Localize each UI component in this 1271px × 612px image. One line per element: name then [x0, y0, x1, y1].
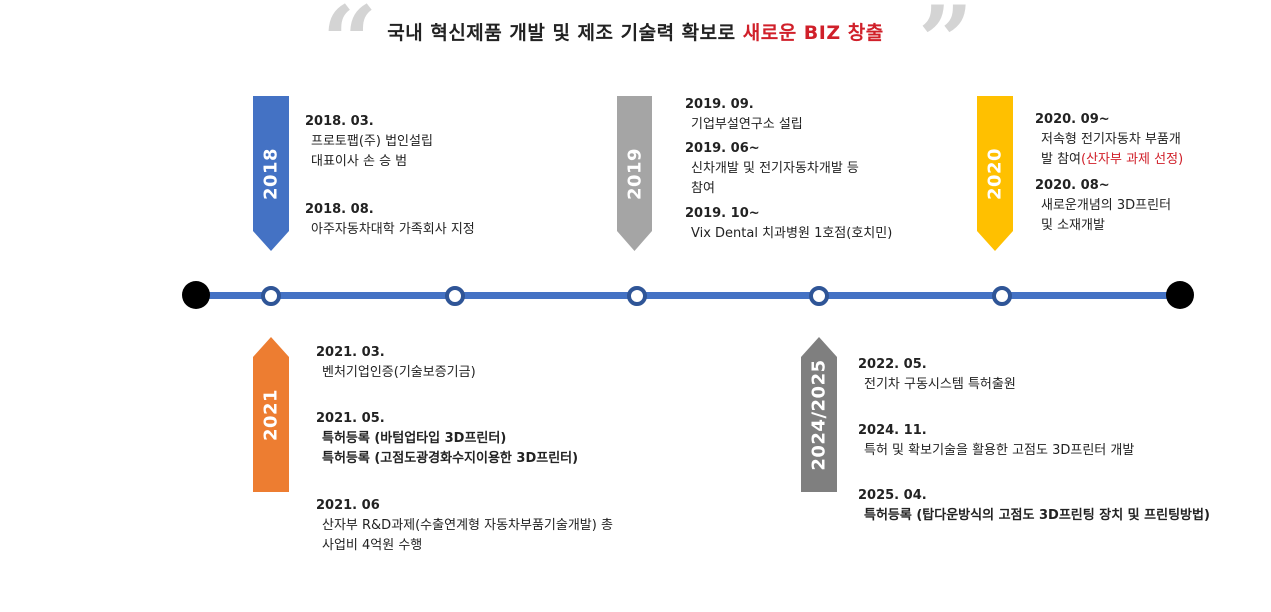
event-2020-09: 2020. 09~ 저속형 전기자동차 부품개 발 참여(산자부 과제 선정): [1035, 110, 1183, 170]
event-text: 저속형 전기자동차 부품개: [1041, 132, 1181, 147]
event-text: 벤처기업인증(기술보증기금): [322, 365, 476, 380]
timeline-start-dot: [182, 281, 210, 309]
event-2021-05: 2021. 05. 특허등록 (바텀업타입 3D프린터) 특허등록 (고점도광경…: [316, 409, 578, 469]
event-text: 및 소재개발: [1041, 218, 1105, 233]
event-text: 특허등록 (바텀업타입 3D프린터): [322, 431, 507, 446]
timeline-end-dot: [1166, 281, 1194, 309]
event-2024-11: 2024. 11. 특허 및 확보기술을 활용한 고점도 3D프린터 개발: [858, 421, 1134, 461]
event-date: 2019. 10~: [685, 206, 760, 221]
event-text: 발 참여(산자부 과제 선정): [1035, 150, 1183, 170]
page-title: 국내 혁신제품 개발 및 제조 기술력 확보로 새로운 BIZ 창출: [0, 18, 1271, 45]
event-date: 2025. 04.: [858, 488, 927, 503]
event-date: 2024. 11.: [858, 423, 927, 438]
event-text: 사업비 4억원 수행: [322, 538, 423, 553]
year-label-2019: 2019: [624, 147, 645, 200]
timeline-title-area: “ 국내 혁신제품 개발 및 제조 기술력 확보로 새로운 BIZ 창출 ”: [0, 0, 1271, 90]
event-text: 기업부설연구소 설립: [691, 117, 803, 132]
event-date: 2020. 09~: [1035, 112, 1110, 127]
open-quote-icon: “: [322, 0, 378, 98]
event-2018-03: 2018. 03. 프로토팹(주) 법인설립 대표이사 손 승 범: [305, 112, 433, 172]
timeline-node-5: [992, 286, 1012, 306]
event-date: 2021. 06: [316, 498, 380, 513]
year-label-2020: 2020: [984, 147, 1006, 200]
event-text-part: 발 참여: [1041, 152, 1082, 167]
timeline-node-3: [627, 286, 647, 306]
event-2019-10: 2019. 10~ Vix Dental 치과병원 1호점(호치민): [685, 204, 892, 244]
event-text: 대표이사 손 승 범: [311, 154, 408, 169]
timeline-node-4: [809, 286, 829, 306]
year-banner-2020: 2020: [977, 96, 1013, 251]
timeline-axis: [196, 292, 1180, 299]
event-date: 2018. 08.: [305, 202, 374, 217]
year-label-2021: 2021: [260, 388, 282, 441]
event-2020-08: 2020. 08~ 새로운개념의 3D프린터 및 소재개발: [1035, 176, 1171, 236]
event-text: 신차개발 및 전기자동차개발 등: [691, 161, 859, 176]
event-2021-06: 2021. 06 산자부 R&D과제(수출연계형 자동차부품기술개발) 총 사업…: [316, 496, 613, 556]
event-2019-06: 2019. 06~ 신차개발 및 전기자동차개발 등 참여: [685, 139, 859, 199]
event-text: 아주자동차대학 가족회사 지정: [311, 222, 475, 237]
event-2022-05: 2022. 05. 전기차 구동시스템 특허출원: [858, 355, 1016, 395]
title-accent: 새로운 BIZ 창출: [742, 22, 884, 44]
event-highlight: (산자부 과제 선정): [1081, 152, 1184, 167]
timeline-node-2: [445, 286, 465, 306]
event-date: 2021. 03.: [316, 345, 385, 360]
event-text: 프로토팹(주) 법인설립: [311, 134, 433, 149]
close-quote-icon: ”: [918, 0, 974, 98]
year-banner-2024-2025: 2024/2025: [801, 337, 837, 492]
event-date: 2019. 09.: [685, 97, 754, 112]
event-2021-03: 2021. 03. 벤처기업인증(기술보증기금): [316, 343, 476, 383]
event-date: 2021. 05.: [316, 411, 385, 426]
event-text: 참여: [691, 181, 715, 196]
event-2025-04: 2025. 04. 특허등록 (탑다운방식의 고점도 3D프린팅 장치 및 프린…: [858, 486, 1210, 526]
year-banner-2021: 2021: [253, 337, 289, 492]
event-text: 특허등록 (탑다운방식의 고점도 3D프린팅 장치 및 프린팅방법): [864, 508, 1210, 523]
event-text: 산자부 R&D과제(수출연계형 자동차부품기술개발) 총: [322, 518, 613, 533]
event-date: 2020. 08~: [1035, 178, 1110, 193]
event-text: 새로운개념의 3D프린터: [1041, 198, 1172, 213]
event-text: 특허 및 확보기술을 활용한 고점도 3D프린터 개발: [864, 443, 1135, 458]
year-banner-2018: 2018: [253, 96, 289, 251]
event-text: 특허등록 (고점도광경화수지이용한 3D프린터): [322, 451, 579, 466]
year-banner-2019: 2019: [617, 96, 652, 251]
year-label-2024-2025: 2024/2025: [808, 358, 830, 471]
event-2019-09: 2019. 09. 기업부설연구소 설립: [685, 95, 803, 135]
event-text: 전기차 구동시스템 특허출원: [864, 377, 1016, 392]
event-date: 2019. 06~: [685, 141, 760, 156]
year-label-2018: 2018: [260, 147, 282, 200]
event-text: Vix Dental 치과병원 1호점(호치민): [691, 226, 893, 241]
event-date: 2018. 03.: [305, 114, 374, 129]
event-2018-08: 2018. 08. 아주자동차대학 가족회사 지정: [305, 200, 475, 240]
event-date: 2022. 05.: [858, 357, 927, 372]
title-main: 국내 혁신제품 개발 및 제조 기술력 확보로: [387, 22, 736, 44]
timeline-node-1: [261, 286, 281, 306]
